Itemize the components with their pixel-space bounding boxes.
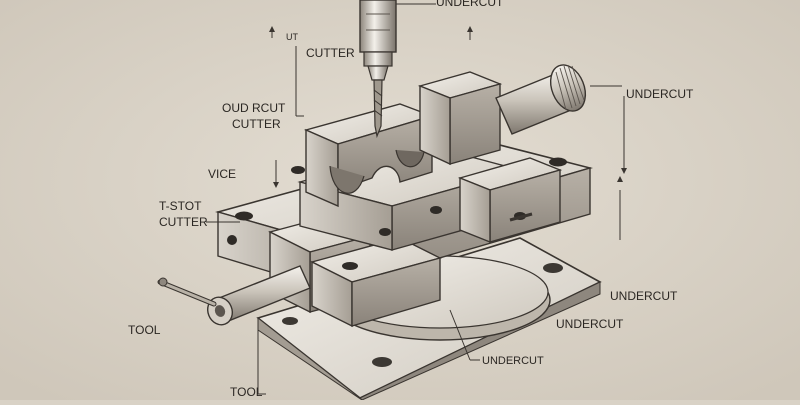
block-bolt-hole [342, 262, 358, 270]
label-undercut-lower-right-1: UNDERCUT [610, 289, 678, 303]
jaw-bolt-hole [291, 166, 305, 174]
front-slide-block [310, 237, 442, 328]
jaw-groove [329, 165, 365, 194]
end-mill-cutter [373, 79, 383, 139]
lead-screw [157, 265, 311, 326]
label-tslot-1: T-STOT [159, 199, 202, 213]
spindle-chuck [359, 0, 397, 81]
label-top-undercut: UNDERCUT [436, 0, 504, 9]
jaw-bolt-hole [430, 206, 442, 214]
label-undercut-cutter-1: OUD RCUT [222, 101, 286, 115]
right-end-block [457, 157, 563, 244]
label-tslot-2: CUTTER [159, 215, 208, 229]
body-bolt-hole [235, 211, 253, 221]
rear-handwheel [495, 64, 587, 135]
leader-arrows [269, 26, 627, 188]
moving-jaw [395, 71, 503, 168]
label-tool-bottom: TOOL [230, 385, 263, 399]
label-undercut-bottom: UNDERCUT [482, 355, 544, 367]
label-vice: VICE [208, 167, 236, 181]
label-undercut-lower-right-2: UNDERCUT [556, 317, 624, 331]
body-bolt-hole [549, 157, 567, 167]
leader-lines [206, 3, 625, 395]
base-mount-hole [282, 317, 298, 325]
labels: UNDERCUT UT CUTTER OUD RCUT CUTTER VICE … [128, 0, 694, 399]
label-undercut-cutter-2: CUTTER [232, 117, 281, 131]
label-undercut-right: UNDERCUT [626, 87, 694, 101]
jaw-bolt-hole [379, 228, 391, 236]
label-cutter-top-prefix: UT [286, 32, 298, 42]
label-cutter-top: CUTTER [306, 46, 355, 60]
fixed-jaw [303, 103, 435, 208]
base-mount-hole [372, 357, 392, 367]
knurled-knob [549, 64, 587, 112]
base-mount-hole [543, 263, 563, 273]
body-pin-hole [227, 235, 237, 245]
label-tool-left: TOOL [128, 323, 161, 337]
